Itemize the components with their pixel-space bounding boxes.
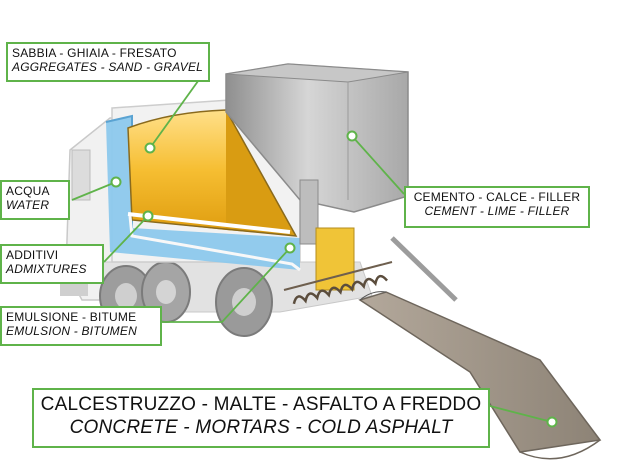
admixtures-label: ADDITIVI ADMIXTURES	[0, 244, 104, 284]
water-label-it: ACQUA	[6, 184, 50, 198]
callout-dots	[110, 130, 558, 428]
aggregates-label: SABBIA - GHIAIA - FRESATO AGGREGATES - S…	[6, 42, 210, 82]
cement-label-it: CEMENTO - CALCE - FILLER	[413, 190, 581, 204]
product-label: CALCESTRUZZO - MALTE - ASFALTO A FREDDO …	[32, 388, 490, 448]
admixtures-pipe	[127, 212, 291, 234]
emulsion-label: EMULSIONE - BITUME EMULSION - BITUMEN	[0, 306, 162, 346]
emulsion-pipe	[128, 215, 301, 272]
cement-label-en: CEMENT - LIME - FILLER	[424, 204, 570, 219]
emulsion-label-en: EMULSION - BITUMEN	[6, 324, 137, 339]
aggregates-label-it: SABBIA - GHIAIA - FRESATO	[12, 46, 177, 60]
admixtures-label-it: ADDITIVI	[6, 248, 59, 262]
aggregates-hopper	[127, 109, 298, 237]
cement-silo	[225, 63, 409, 245]
mixing-screw	[283, 261, 393, 305]
cement-label: CEMENTO - CALCE - FILLER CEMENT - LIME -…	[404, 186, 590, 228]
emulsion-label-it: EMULSIONE - BITUME	[6, 310, 137, 324]
callout-lines	[71, 69, 553, 423]
product-label-it: CALCESTRUZZO - MALTE - ASFALTO A FREDDO	[40, 394, 482, 415]
admixtures-label-en: ADMIXTURES	[6, 262, 87, 277]
product-label-en: CONCRETE - MORTARS - COLD ASPHALT	[69, 416, 453, 438]
water-label-en: WATER	[6, 198, 50, 213]
water-label: ACQUA WATER	[0, 180, 70, 220]
discharge-chute	[358, 236, 602, 460]
aggregates-label-en: AGGREGATES - SAND - GRAVEL	[12, 60, 204, 75]
